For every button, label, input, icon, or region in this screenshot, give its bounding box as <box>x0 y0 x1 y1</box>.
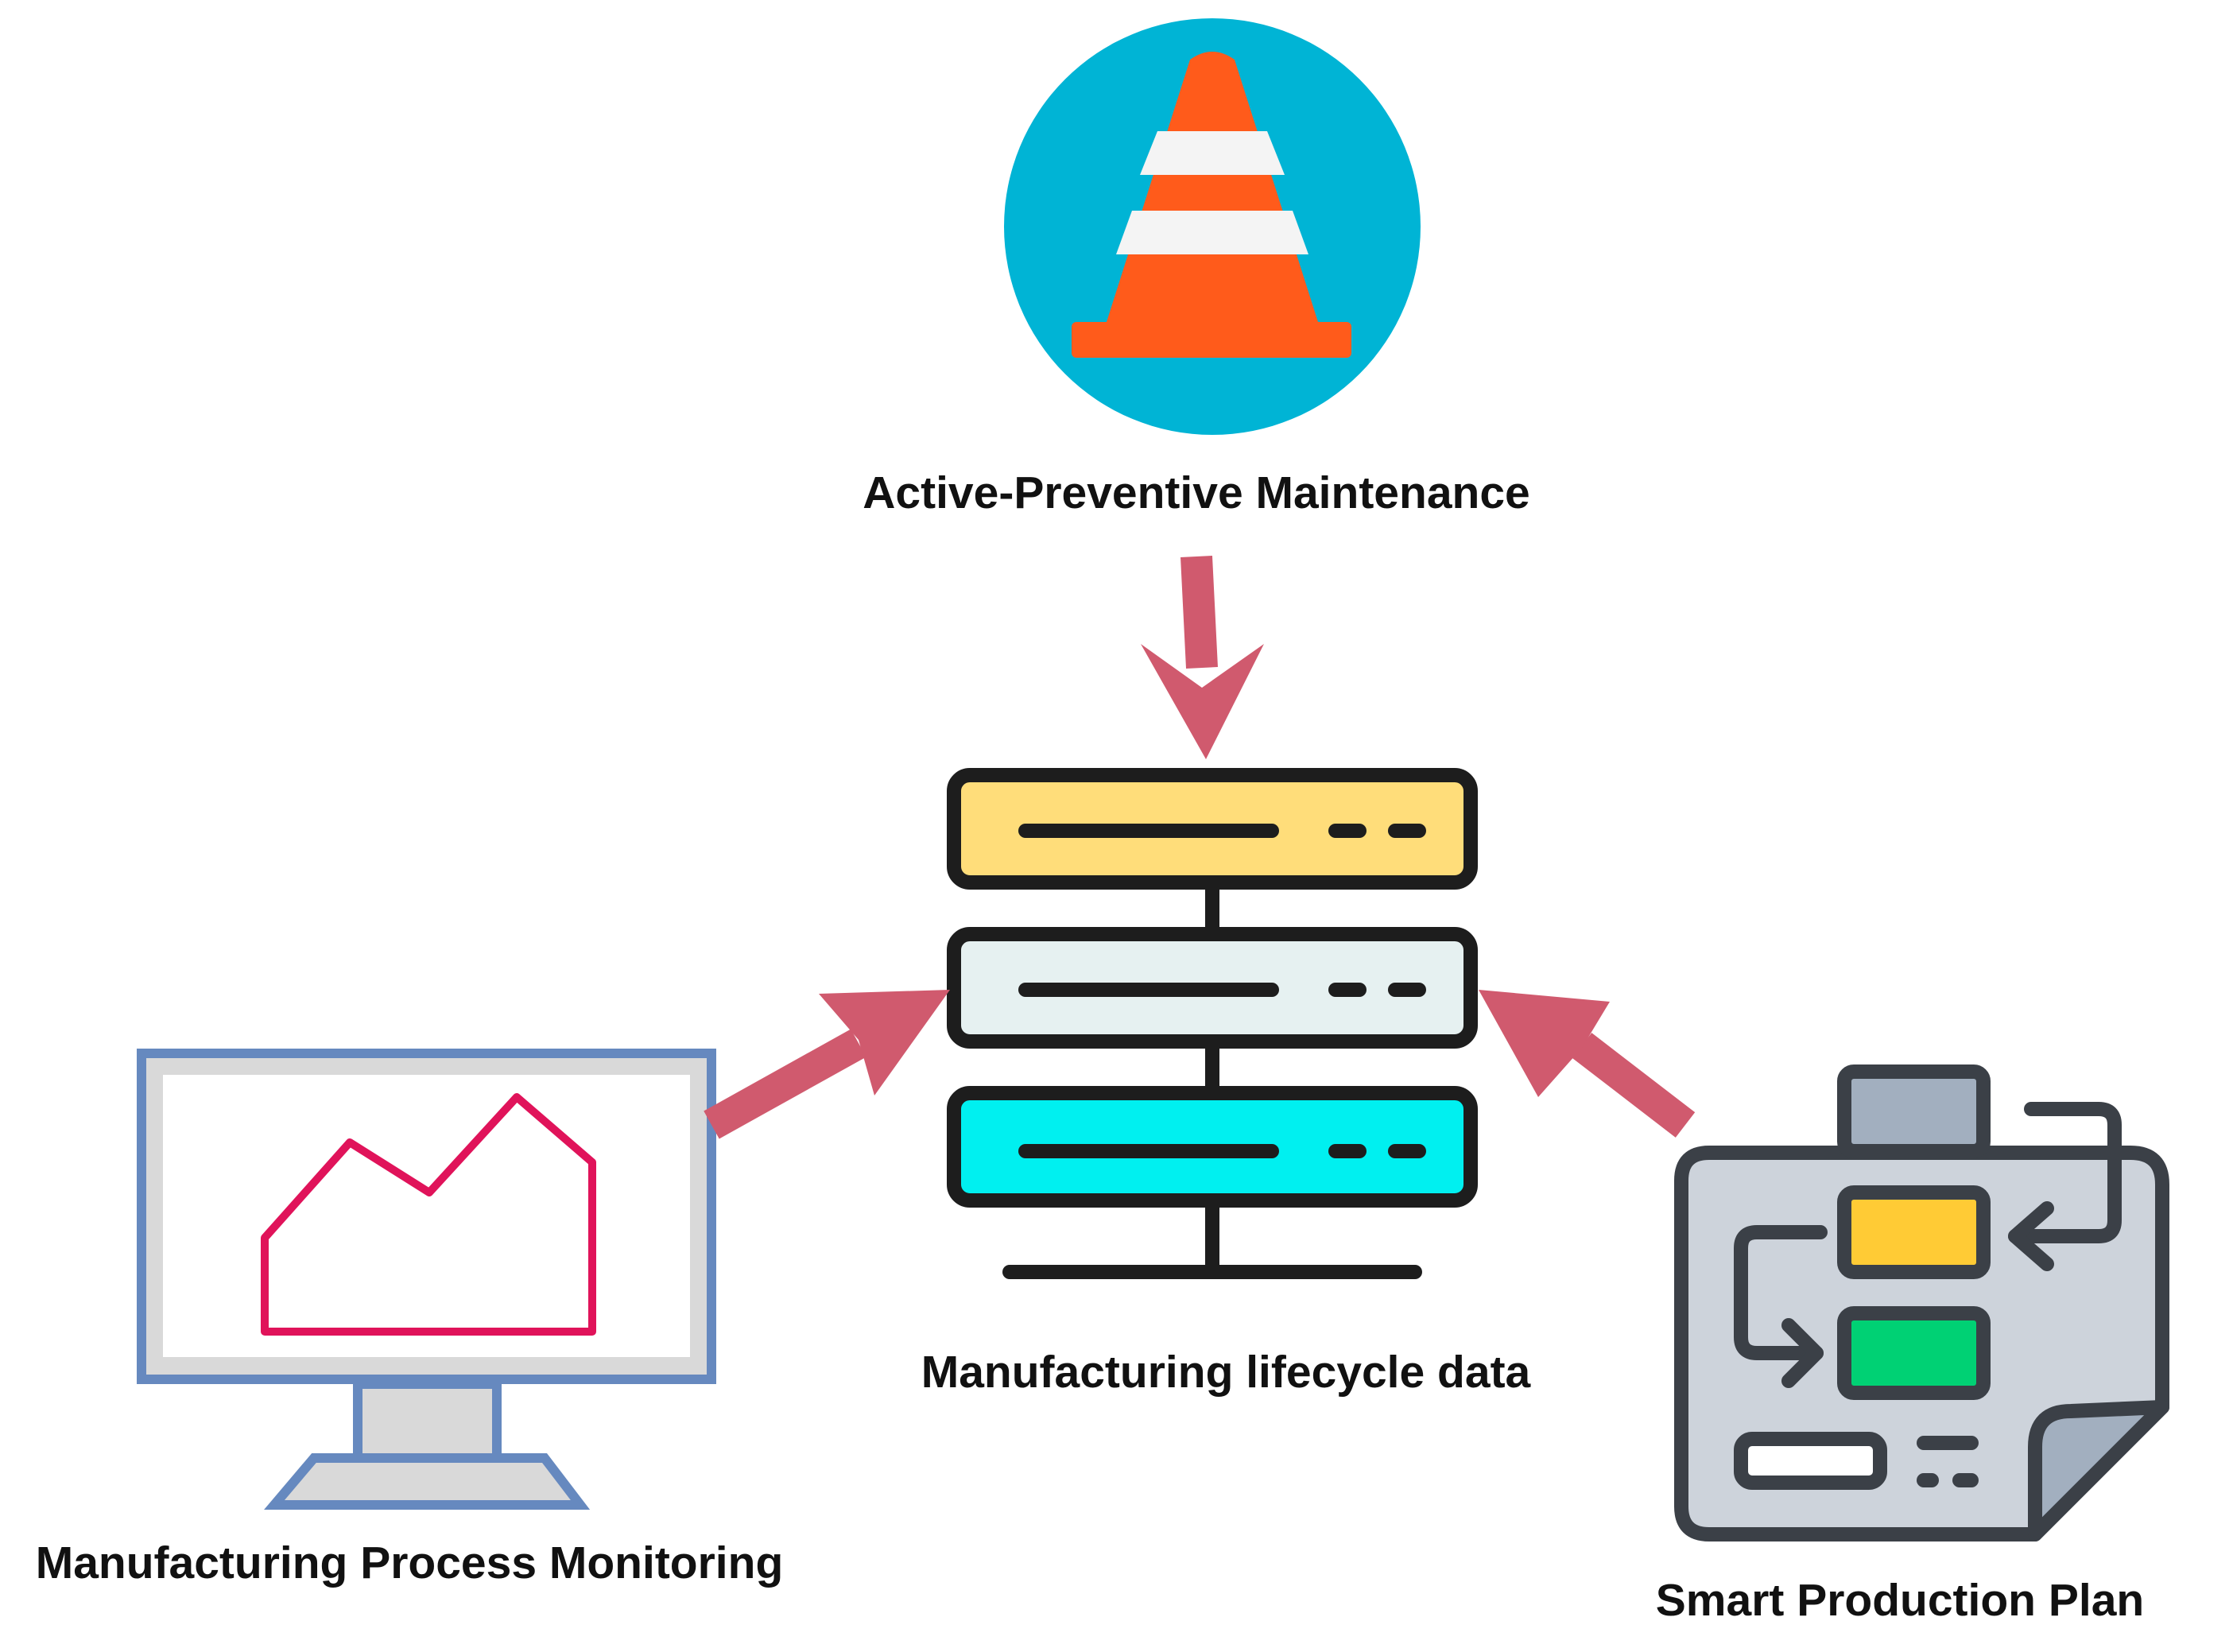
flowchart-plan-icon <box>1674 1064 2169 1541</box>
center-label: Manufacturing lifecycle data <box>921 1347 1531 1398</box>
traffic-cone-icon <box>1004 18 1421 435</box>
arrow-maintenance-to-center <box>1141 556 1264 759</box>
arrow-monitoring-to-center <box>704 990 950 1139</box>
arrow-plan-to-center <box>1479 990 1696 1138</box>
monitoring-label: Manufacturing Process Monitoring <box>35 1538 784 1588</box>
server-icon <box>947 768 1478 1279</box>
monitor-chart-icon <box>137 1049 716 1510</box>
maintenance-label: Active-Preventive Maintenance <box>863 467 1530 518</box>
plan-label: Smart Production Plan <box>1655 1575 2145 1626</box>
